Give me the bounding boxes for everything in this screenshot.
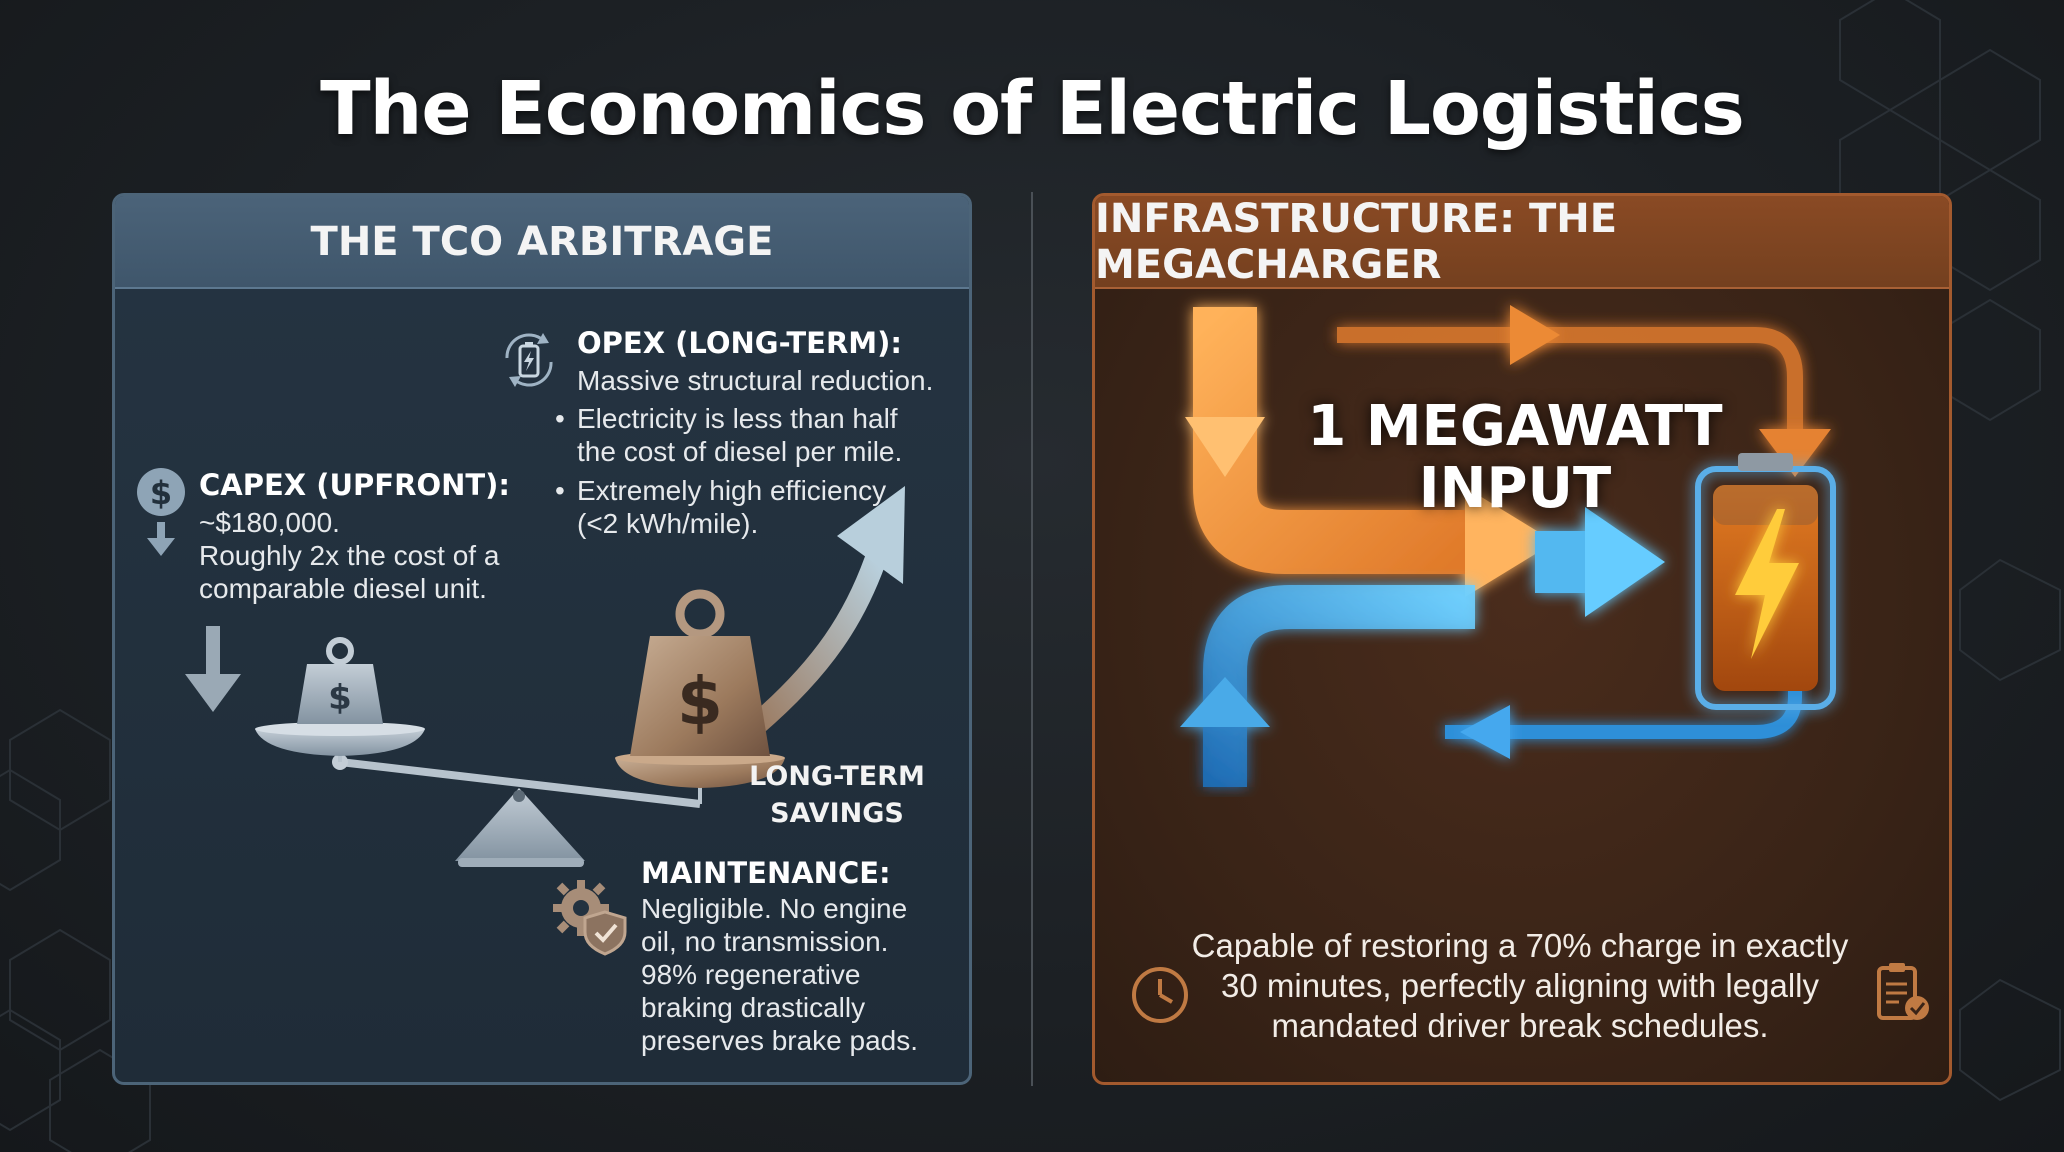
opex-title: OPEX (LONG-TERM): [577, 326, 903, 360]
opex-bullets: Electricity is less than half the cost o… [551, 396, 951, 540]
capex-title: CAPEX (UPFRONT): [199, 468, 510, 502]
svg-text:$: $ [677, 663, 723, 740]
weight-icon: $ [630, 589, 770, 756]
page-title: The Economics of Electric Logistics [320, 66, 1745, 152]
clock-icon [1132, 967, 1188, 1023]
input-label: 1 MEGAWATT INPUT [1307, 394, 1723, 521]
charge-caption: Capable of restoring a 70% charge in exa… [1191, 927, 1849, 1044]
tco-arbitrage-panel: THE TCO ARBITRAGE OPEX (LONG-TERM): Mass… [112, 193, 972, 1085]
megacharger-panel: INFRASTRUCTURE: THE MEGACHARGER [1092, 193, 1952, 1085]
opex-text: Massive structural reduction. [577, 365, 934, 396]
panel-header: THE TCO ARBITRAGE [115, 196, 969, 289]
upward-trend-arrow-icon [744, 486, 905, 737]
panel-header: INFRASTRUCTURE: THE MEGACHARGER [1095, 196, 1949, 289]
svg-text:$: $ [150, 474, 172, 512]
down-arrow-icon [185, 626, 241, 712]
seesaw-scale-illustration: $ $ [185, 486, 905, 867]
maintenance-text: Negligible. No engine oil, no transmissi… [641, 893, 919, 1056]
clipboard-check-icon [1877, 963, 1929, 1020]
opex-bullet: Extremely high efficiency (<2 kWh/mile). [551, 474, 951, 540]
gear-shield-icon [553, 880, 627, 956]
opex-bullet: Electricity is less than half the cost o… [551, 402, 951, 468]
long-term-savings-label: LONG-TERM SAVINGS [749, 761, 925, 829]
battery-bolt-icon [1695, 453, 1836, 710]
svg-text:$: $ [328, 678, 352, 718]
capex-text: ~$180,000. Roughly 2x the cost of a comp… [199, 507, 500, 604]
center-divider [1031, 192, 1033, 1086]
battery-cycle-icon [505, 333, 553, 387]
energy-flow-arrows-icon [1180, 305, 1836, 787]
maintenance-title: MAINTENANCE: [641, 856, 891, 890]
dollar-coin-icon: $ [137, 468, 185, 556]
weight-icon: $ [297, 637, 383, 724]
